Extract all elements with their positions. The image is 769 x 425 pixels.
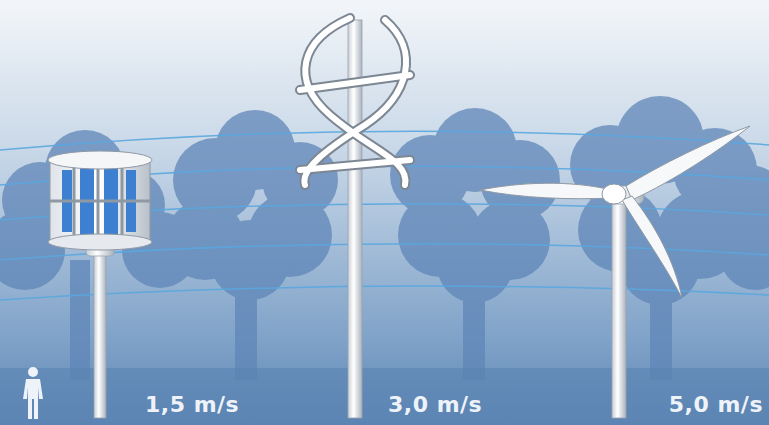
tree-silhouettes — [0, 96, 769, 380]
savonius-turbine — [48, 151, 152, 418]
ground-band — [0, 368, 769, 425]
wind-speed-label: 1,5 m/s — [145, 392, 239, 417]
person-silhouette — [23, 367, 43, 419]
horizontal-axis-turbine — [480, 126, 750, 418]
wind-speed-label: 5,0 m/s — [669, 392, 763, 417]
wind-speed-label: 3,0 m/s — [388, 392, 482, 417]
helical-turbine — [300, 18, 410, 418]
